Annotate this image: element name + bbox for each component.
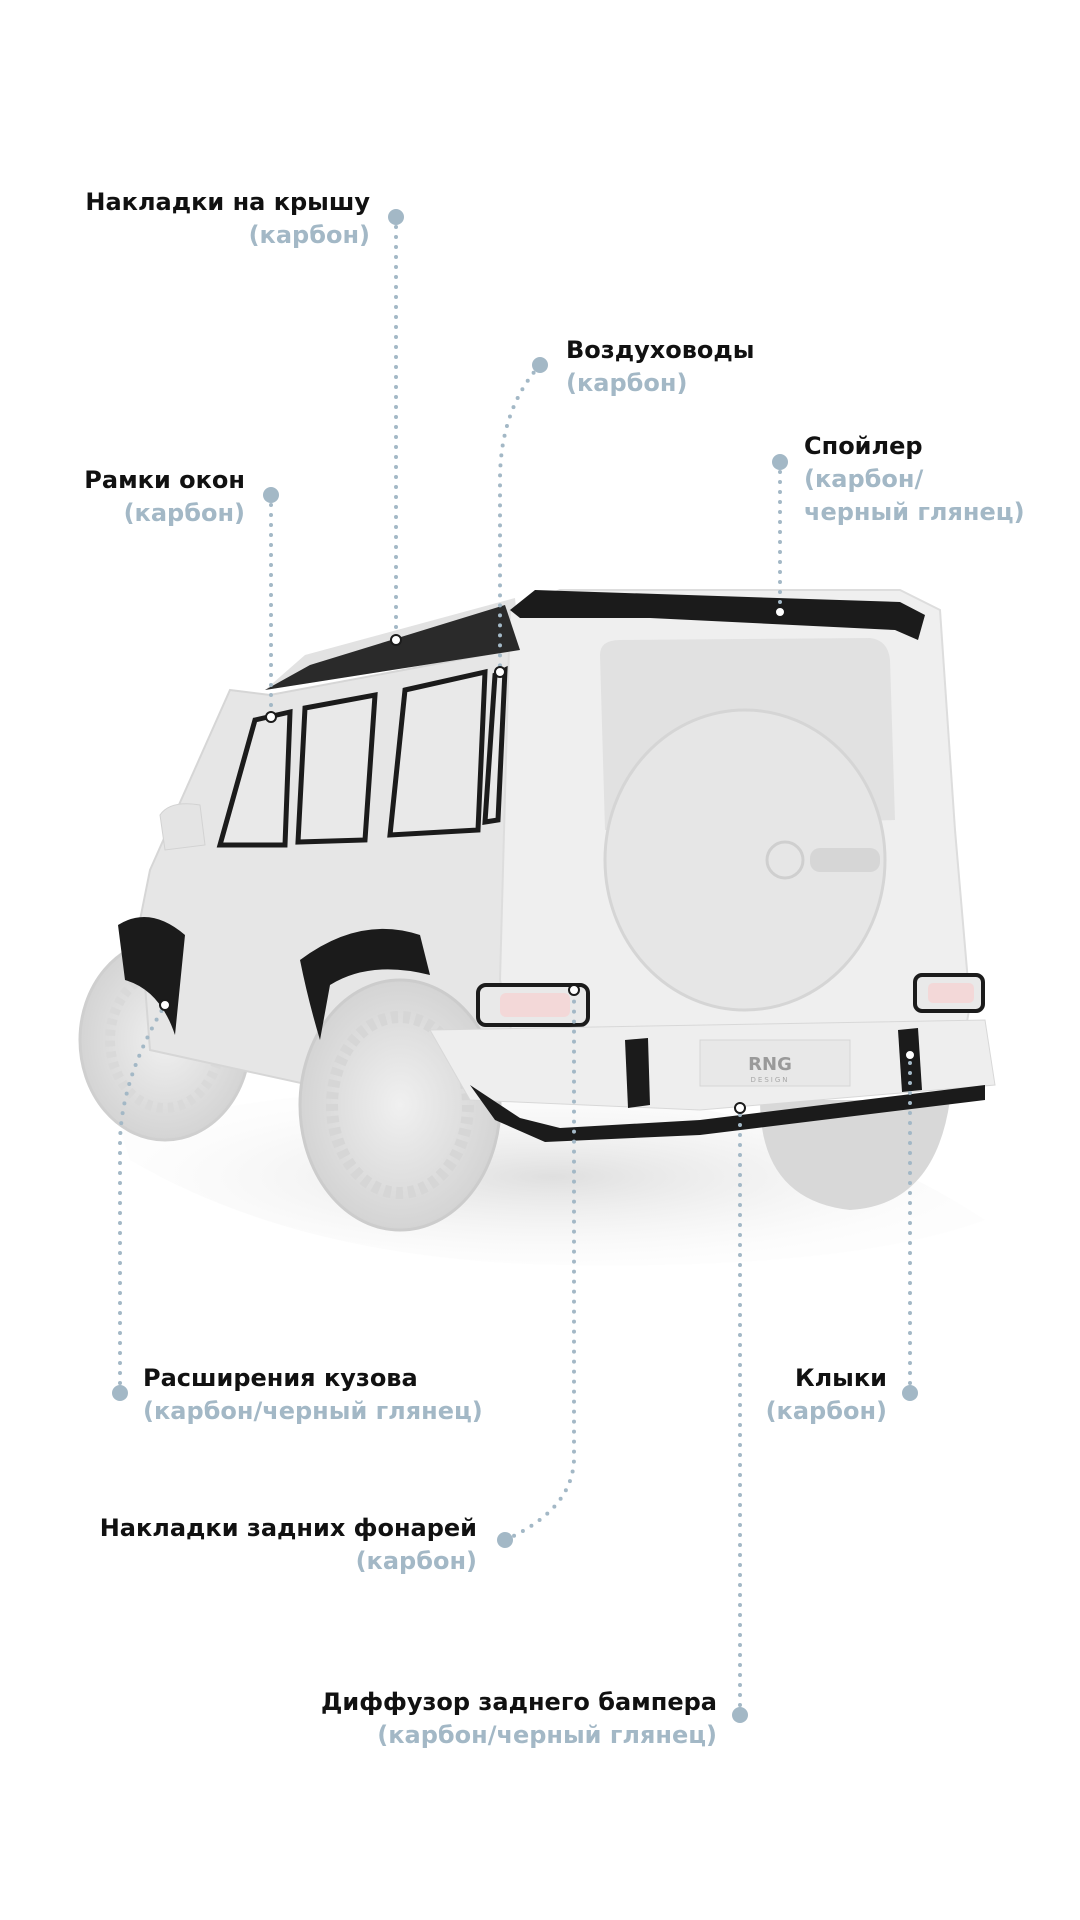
leader-lines [118,215,912,1717]
marker-spoiler [774,606,786,618]
license-badge: RNG DESIGN [699,1039,851,1087]
dot-lights [497,1532,513,1548]
spare-wheel [603,708,887,1012]
roof-trim [265,605,520,690]
callout-name: Воздуховоды [566,336,755,364]
callout-lights: Накладки задних фонарей (карбон) [100,1512,477,1578]
dot-roof [388,209,404,225]
callout-material: (карбон) [566,369,688,397]
callout-material: (карбон) [123,499,245,527]
dot-vents [532,357,548,373]
callout-name: Диффузор заднего бампера [321,1688,717,1716]
badge-text: RNG [748,1054,792,1075]
marker-windows [265,711,277,723]
marker-roof [390,634,402,646]
marker-vents [494,666,506,678]
tail-lights [476,973,985,1027]
side-mirror [159,803,206,851]
dot-diffuser [732,1707,748,1723]
callout-name: Расширения кузова [143,1364,418,1392]
callout-material: (карбон) [765,1397,887,1425]
part-markers [159,606,916,1114]
callout-fangs: Клыки (карбон) [766,1362,887,1428]
vehicle-illustration: RNG DESIGN [78,589,996,1232]
callout-flares: Расширения кузова (карбон/черный глянец) [143,1362,483,1428]
callout-material: (карбон/черный глянец) [377,1721,717,1749]
callout-name: Спойлер [804,432,923,460]
callout-windows: Рамки окон (карбон) [84,464,245,530]
marker-flares [159,999,171,1011]
fangs-part [625,1028,922,1108]
callout-material: черный глянец) [804,498,1025,526]
callout-name: Рамки окон [84,466,245,494]
callout-material: (карбон/ [804,465,924,493]
spoiler-part [510,590,925,640]
dot-spoiler [772,454,788,470]
callout-name: Накладки на крышу [85,188,370,216]
badge-subtext: DESIGN [751,1076,790,1084]
marker-fangs [904,1049,916,1061]
callout-material: (карбон) [248,221,370,249]
side-windows [216,665,508,848]
dot-windows [263,487,279,503]
callout-dots [112,209,918,1723]
rear-wheel [298,978,502,1232]
callout-roof: Накладки на крышу (карбон) [85,186,370,252]
leader-vents [498,363,542,674]
leader-flares [118,1003,167,1395]
marker-diffuser [734,1102,746,1114]
callout-material: (карбон) [355,1547,477,1575]
callout-diffuser: Диффузор заднего бампера (карбон/черный … [321,1686,717,1752]
callout-vents: Воздуховоды (карбон) [566,334,754,400]
callout-name: Клыки [794,1364,887,1392]
dot-fangs [902,1385,918,1401]
callout-material: (карбон/черный глянец) [143,1397,483,1425]
diffuser-part [470,1085,985,1142]
leader-lights [503,988,576,1542]
callout-spoiler: Спойлер (карбон/ черный глянец) [804,430,1025,529]
marker-lights [568,984,580,996]
callout-name: Накладки задних фонарей [99,1514,477,1542]
dot-flares [112,1385,128,1401]
rear-right-wheel [760,1100,950,1210]
